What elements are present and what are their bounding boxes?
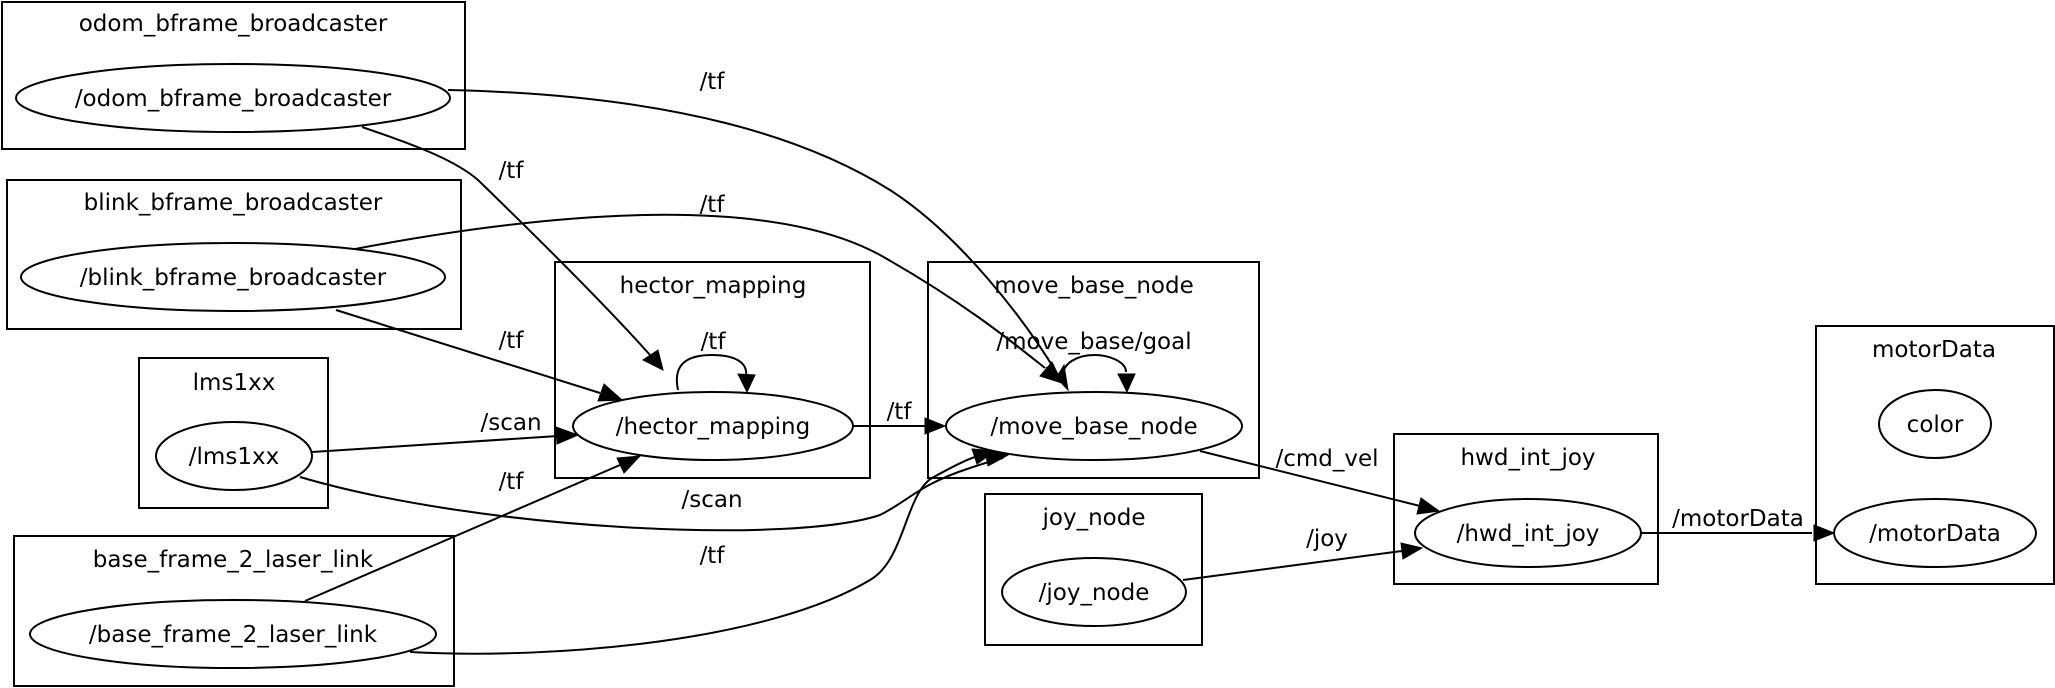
edge-blink-to-hector: /tf xyxy=(335,309,624,402)
node-color-ellipse[interactable] xyxy=(1878,389,1992,459)
node-odom-bframe-broadcaster[interactable]: /odom_bframe_broadcaster xyxy=(15,63,451,133)
edge-label-move-base-to-hwd: /cmd_vel xyxy=(1275,446,1378,472)
edge-odom-to-hector: /tf xyxy=(361,126,664,371)
edge-label-joy-to-hwd: /joy xyxy=(1306,526,1348,552)
edge-label-lms-to-hector: /scan xyxy=(480,410,541,436)
node-joy-node[interactable]: /joy_node xyxy=(1001,557,1187,627)
cluster-label-base-frame-2-laser-link: base_frame_2_laser_link xyxy=(93,547,374,573)
cluster-blink-bframe-broadcaster: blink_bframe_broadcaster xyxy=(6,179,462,330)
edge-label-hwd-to-motor: /motorData xyxy=(1672,506,1804,532)
edge-label-laser-link-to-hector: /tf xyxy=(499,469,525,495)
node-label-blink-bframe-broadcaster: /blink_bframe_broadcaster xyxy=(80,265,387,291)
node-motordata[interactable]: /motorData xyxy=(1833,498,2037,568)
node-color[interactable]: color xyxy=(1878,389,1992,459)
cluster-move-base-node: move_base_node xyxy=(927,261,1260,479)
edge-hwd-to-motor: /motorData xyxy=(1641,506,1836,542)
edge-odom-to-move-base: /tf xyxy=(447,69,1069,392)
node-label-hwd-int-joy: /hwd_int_joy xyxy=(1457,521,1600,547)
node-base-frame-2-laser-link[interactable]: /base_frame_2_laser_link xyxy=(29,599,437,669)
cluster-motordata: motorData xyxy=(1815,325,2055,585)
edge-laser-link-to-hector: /tf xyxy=(304,455,642,602)
node-label-joy-node: /joy_node xyxy=(1039,580,1150,606)
node-motordata-ellipse[interactable] xyxy=(1833,498,2037,568)
node-hwd-int-joy-ellipse[interactable] xyxy=(1414,498,1642,568)
node-move-base-node[interactable]: /move_base_node xyxy=(945,391,1243,461)
edge-label-odom-to-hector: /tf xyxy=(499,158,525,184)
cluster-label-odom-bframe-broadcaster: odom_bframe_broadcaster xyxy=(79,11,388,37)
cluster-hector-mapping: hector_mapping xyxy=(554,261,871,479)
edge-joy-to-hwd: /joy xyxy=(1182,526,1424,581)
edge-label-lms-to-move-base: /scan xyxy=(681,487,742,513)
node-blink-bframe-broadcaster-ellipse[interactable] xyxy=(20,242,446,312)
edge-label-hector-self: /tf xyxy=(701,329,727,355)
cluster-label-blink-bframe-broadcaster: blink_bframe_broadcaster xyxy=(84,190,383,216)
edge-label-laser-link-to-move-base: /tf xyxy=(700,543,726,569)
cluster-hwd-int-joy: hwd_int_joy xyxy=(1393,433,1659,585)
edge-move-base-to-hwd: /cmd_vel xyxy=(1199,446,1441,515)
node-label-motordata: /motorData xyxy=(1869,521,2001,547)
edge-laser-link-to-move-base: /tf xyxy=(409,448,997,655)
node-blink-bframe-broadcaster[interactable]: /blink_bframe_broadcaster xyxy=(20,242,446,312)
edge-label-hector-to-move-base: /tf xyxy=(887,399,913,425)
node-label-hector-mapping: /hector_mapping xyxy=(616,414,810,440)
edge-hector-self: /tf xyxy=(675,329,756,394)
cluster-label-motordata: motorData xyxy=(1872,337,1996,363)
edge-move-base-self: /move_base/goal xyxy=(996,329,1192,394)
cluster-label-hwd-int-joy: hwd_int_joy xyxy=(1460,445,1595,471)
node-label-move-base-node: /move_base_node xyxy=(990,414,1197,440)
node-base-frame-2-laser-link-ellipse[interactable] xyxy=(29,599,437,669)
edge-lms-to-hector: /scan xyxy=(311,410,580,453)
node-hector-mapping[interactable]: /hector_mapping xyxy=(572,391,854,461)
edge-label-blink-to-move-base: /tf xyxy=(700,192,726,218)
node-odom-bframe-broadcaster-ellipse[interactable] xyxy=(15,63,451,133)
edge-hector-to-move-base: /tf xyxy=(852,399,947,435)
edge-label-blink-to-hector: /tf xyxy=(499,328,525,354)
edge-label-odom-to-move-base: /tf xyxy=(700,69,726,95)
node-lms1xx-ellipse[interactable] xyxy=(155,421,313,491)
node-joy-node-ellipse[interactable] xyxy=(1001,557,1187,627)
node-label-lms1xx: /lms1xx xyxy=(189,444,279,470)
cluster-label-lms1xx: lms1xx xyxy=(193,370,276,396)
cluster-base-frame-2-laser-link: base_frame_2_laser_link xyxy=(13,535,455,687)
node-lms1xx[interactable]: /lms1xx xyxy=(155,421,313,491)
cluster-lms1xx: lms1xx xyxy=(138,357,329,509)
node-move-base-node-ellipse[interactable] xyxy=(945,391,1243,461)
node-hector-mapping-ellipse[interactable] xyxy=(572,391,854,461)
node-label-color: color xyxy=(1907,412,1964,438)
edge-lms-to-move-base: /scan xyxy=(299,450,1010,532)
cluster-label-move-base-node: move_base_node xyxy=(994,273,1193,299)
node-label-odom-bframe-broadcaster: /odom_bframe_broadcaster xyxy=(75,86,392,112)
cluster-odom-bframe-broadcaster: odom_bframe_broadcaster xyxy=(1,1,466,150)
cluster-label-hector-mapping: hector_mapping xyxy=(620,273,807,299)
node-label-base-frame-2-laser-link: /base_frame_2_laser_link xyxy=(89,622,378,648)
node-hwd-int-joy[interactable]: /hwd_int_joy xyxy=(1414,498,1642,568)
edge-label-move-base-self: /move_base/goal xyxy=(996,329,1191,355)
cluster-joy-node: joy_node xyxy=(984,493,1203,646)
edge-blink-to-move-base: /tf xyxy=(354,192,1063,384)
cluster-label-joy-node: joy_node xyxy=(1042,505,1146,531)
